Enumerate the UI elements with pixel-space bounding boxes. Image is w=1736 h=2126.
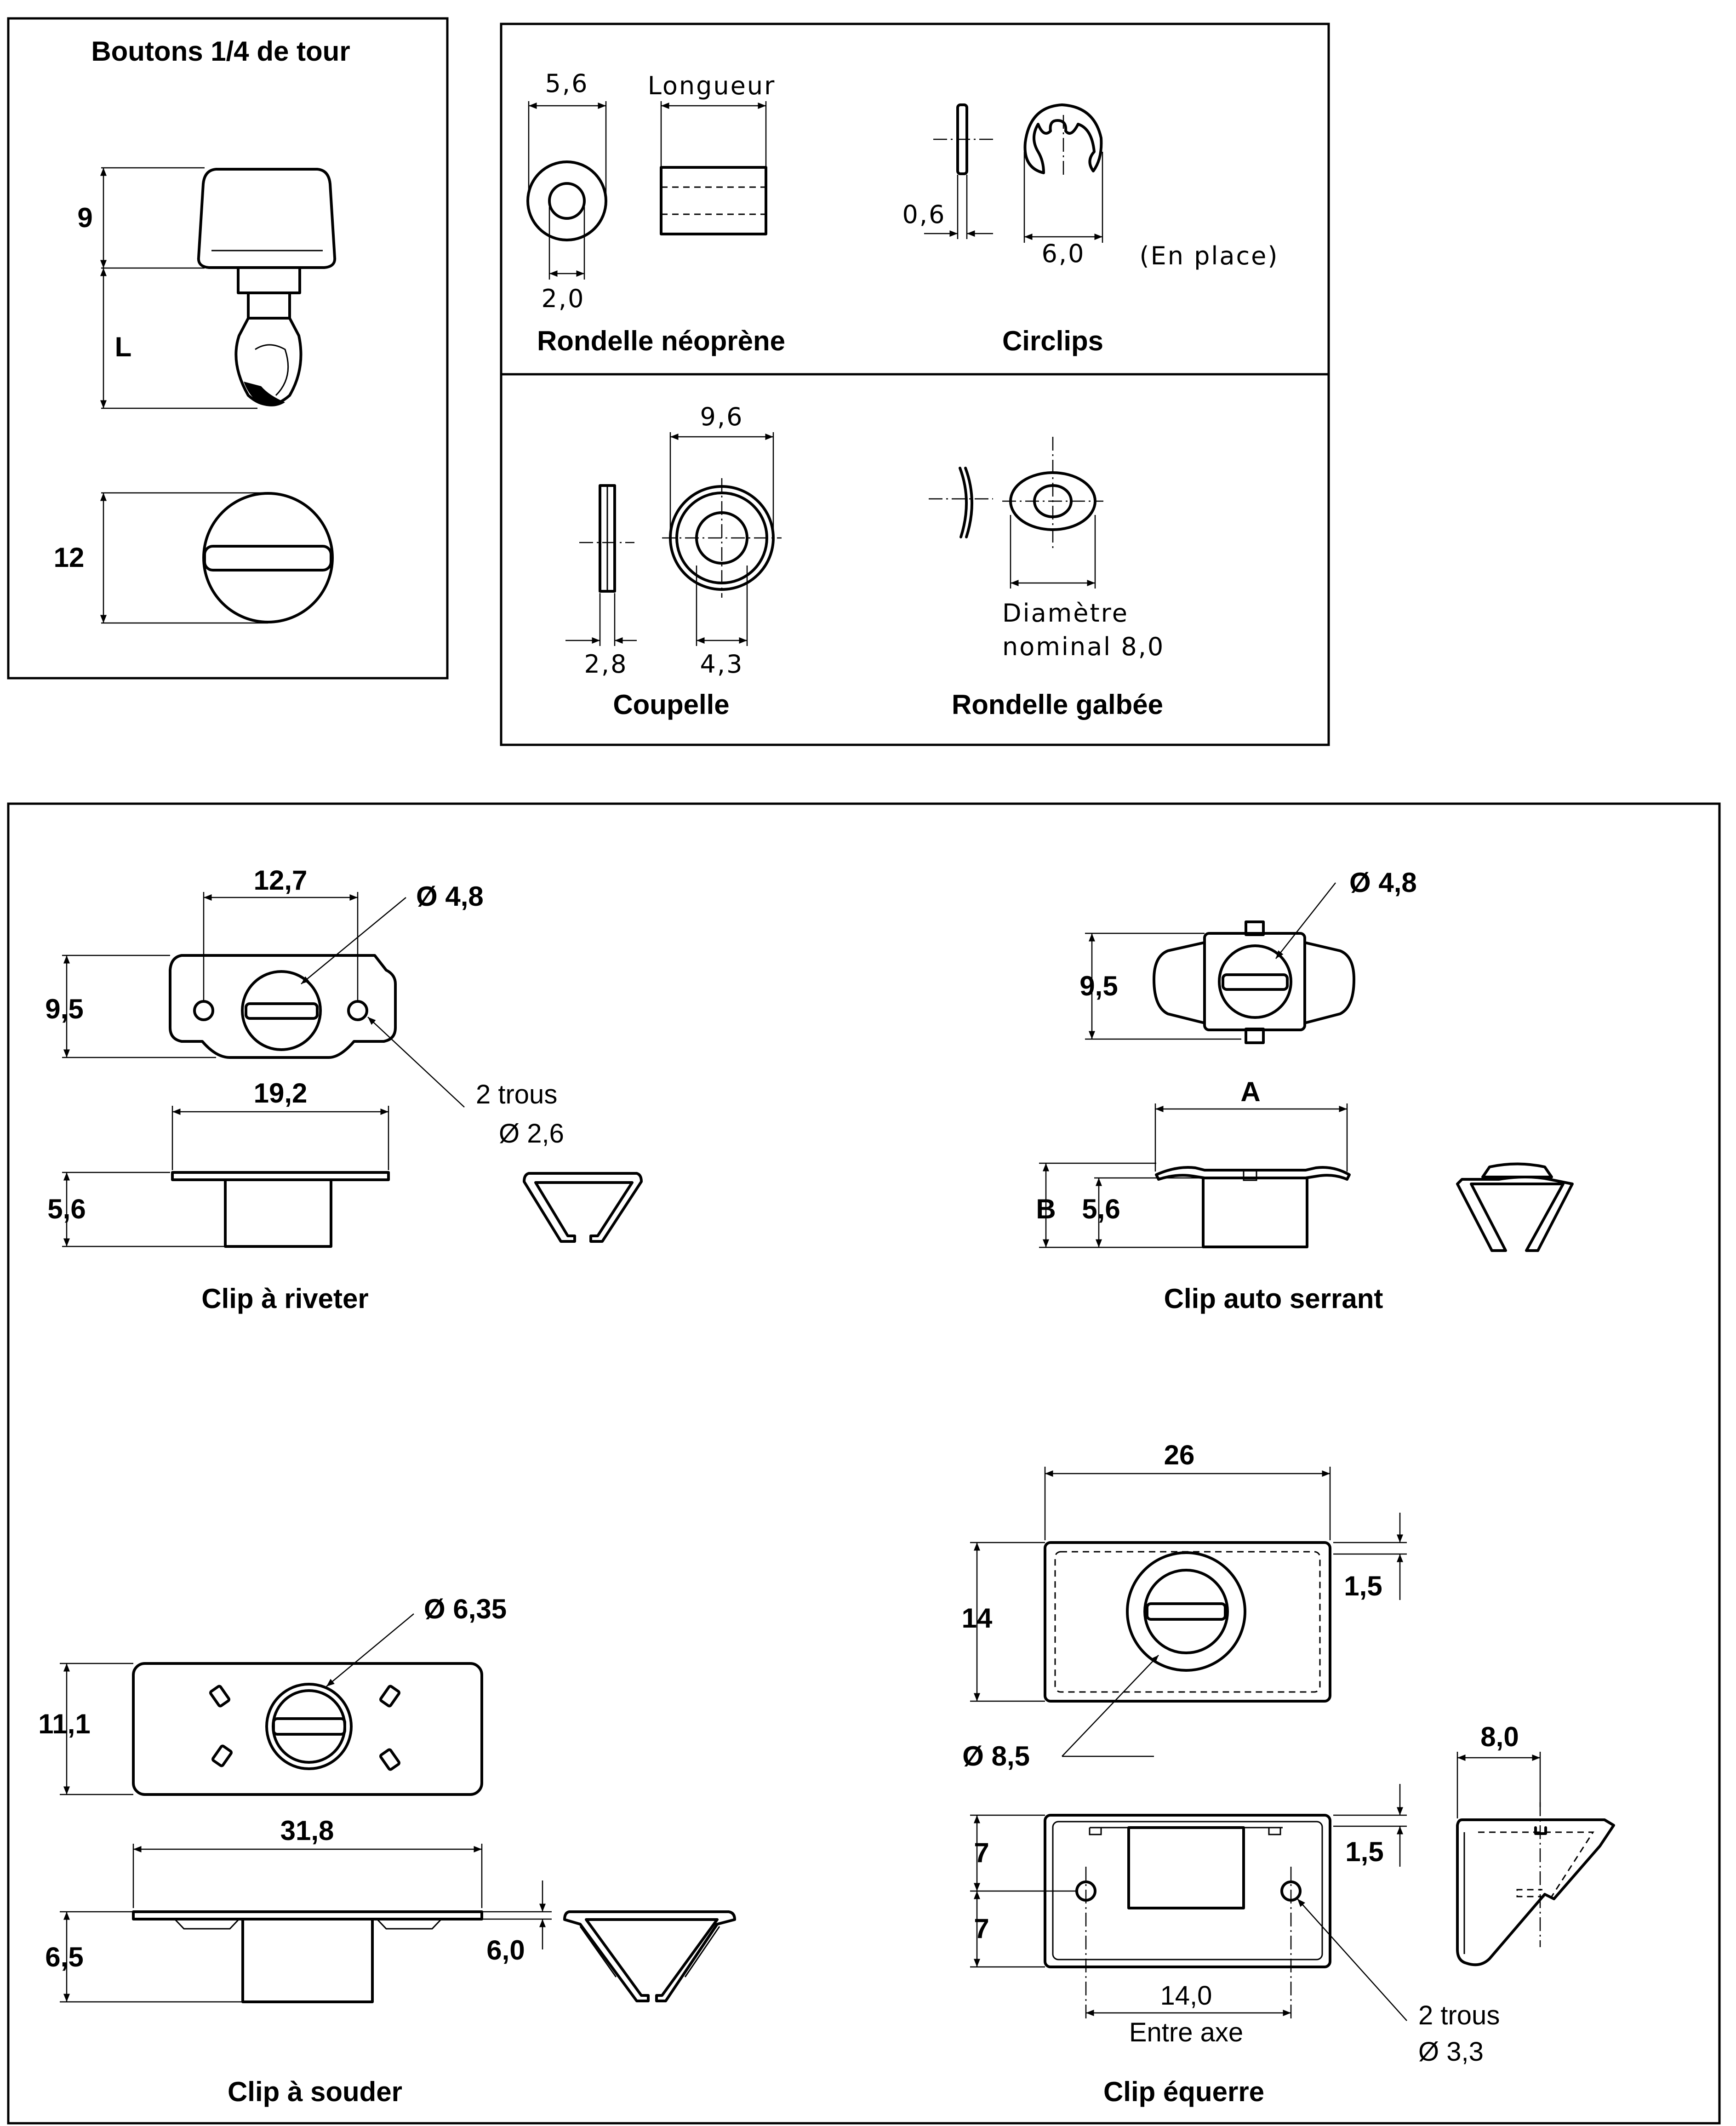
dim-center-hole: Ø 4,8 xyxy=(416,881,484,912)
note-in-place: (En place) xyxy=(1140,241,1279,270)
note-line-1: Diamètre xyxy=(1002,599,1129,628)
dim-inner-label: 2,0 xyxy=(542,284,585,313)
dim-height: 11,1 xyxy=(38,1709,90,1739)
dim-ring: Ø 8,5 xyxy=(962,1741,1030,1772)
clip-a-riveter: 12,7 Ø 4,8 9,5 2 trous Ø 2,6 19,2 5,6 Cl… xyxy=(45,865,643,1314)
caption: Circlips xyxy=(1002,326,1103,356)
coupelle: 9,6 2,8 4,3 Coupelle xyxy=(565,402,782,720)
dim-axis-label: Entre axe xyxy=(1129,2017,1243,2047)
knob-side-view xyxy=(197,168,337,406)
dim-flange: 1,5 xyxy=(1344,1571,1382,1601)
dim-side-width: 8,0 xyxy=(1480,1721,1519,1752)
dim-inner-label: 4,3 xyxy=(700,650,744,679)
panel-boutons-quart-de-tour: Boutons 1/4 de tour 9 L 12 xyxy=(7,17,449,680)
caption: Clip à souder xyxy=(228,2076,402,2107)
dim-thickness-label: 2,8 xyxy=(584,650,628,679)
clip-a-souder: Ø 6,35 11,1 31,8 6,5 6,0 xyxy=(38,1594,736,2107)
dim-width: 31,8 xyxy=(280,1815,334,1846)
dim-upper: 7 xyxy=(974,1837,989,1868)
dim-outer-label: 5,6 xyxy=(545,69,589,98)
dim-side: 6,0 xyxy=(486,1935,525,1966)
dim-length-label: Longueur xyxy=(648,71,776,100)
dim-center-hole: Ø 4,8 xyxy=(1349,867,1417,898)
dim-height-label: 9 xyxy=(77,202,92,233)
dim-thickness-label: 0,6 xyxy=(902,200,946,229)
dim-holes-line-2: Ø 2,6 xyxy=(499,1119,564,1149)
caption: Clip auto serrant xyxy=(1164,1283,1383,1314)
panel-clips: 12,7 Ø 4,8 9,5 2 trous Ø 2,6 19,2 5,6 Cl… xyxy=(7,802,1721,2125)
dim-length-label: L xyxy=(115,331,132,362)
caption: Clip équerre xyxy=(1103,2076,1264,2107)
caption: Rondelle néoprène xyxy=(537,326,785,356)
dim-height: 9,5 xyxy=(1079,971,1118,1001)
clip-auto-serrant: Ø 4,8 9,5 A B 5,6 Clip auto serrant xyxy=(1036,867,1574,1314)
clip-equerre: 26 14 1,5 Ø 8,5 xyxy=(962,1440,1615,2107)
caption: Clip à riveter xyxy=(201,1283,369,1314)
panel-frame xyxy=(7,802,1721,2125)
dim-depth: 5,6 xyxy=(47,1194,86,1224)
dim-holes-line-1: 2 trous xyxy=(476,1080,557,1109)
panel-accessories: 5,6 Longueur 2,0 Rondelle néoprène 0,6 xyxy=(500,23,1330,746)
panel-title: Boutons 1/4 de tour xyxy=(91,36,350,67)
dim-holes-line-1: 2 trous xyxy=(1418,2000,1500,2030)
dim-hole-spacing: 12,7 xyxy=(254,865,308,896)
dim-height: 9,5 xyxy=(45,994,83,1024)
dim-depth: 6,5 xyxy=(45,1942,83,1972)
dim-width: 19,2 xyxy=(254,1078,308,1109)
dim-lower: 7 xyxy=(974,1913,989,1944)
dim-width-label: 6,0 xyxy=(1042,239,1085,268)
caption: Coupelle xyxy=(613,689,729,720)
note-line-2: nominal 8,0 xyxy=(1002,632,1165,661)
dim-holes-line-2: Ø 3,3 xyxy=(1418,2037,1484,2067)
dim-width: 26 xyxy=(1164,1440,1195,1470)
dim-height: 14 xyxy=(962,1603,993,1634)
dim-depth: 5,6 xyxy=(1082,1194,1120,1224)
panel-frame xyxy=(7,17,449,680)
dim-diameter-label: 12 xyxy=(54,542,85,573)
circlips: 0,6 6,0 (En place) Circlips xyxy=(902,103,1279,356)
rondelle-galbee: Diamètre nominal 8,0 Rondelle galbée xyxy=(929,437,1165,720)
dim-b: B xyxy=(1036,1194,1056,1224)
dim-flange-2: 1,5 xyxy=(1345,1836,1383,1867)
panel-frame xyxy=(500,23,1330,746)
caption: Rondelle galbée xyxy=(952,689,1163,720)
dim-outer-label: 9,6 xyxy=(700,402,744,431)
dim-axis: 14,0 xyxy=(1160,1981,1212,2011)
rondelle-neoprene: 5,6 Longueur 2,0 Rondelle néoprène xyxy=(526,69,785,356)
dim-center-hole: Ø 6,35 xyxy=(424,1594,507,1624)
knob-top-view xyxy=(202,492,334,623)
dim-a: A xyxy=(1240,1076,1260,1107)
